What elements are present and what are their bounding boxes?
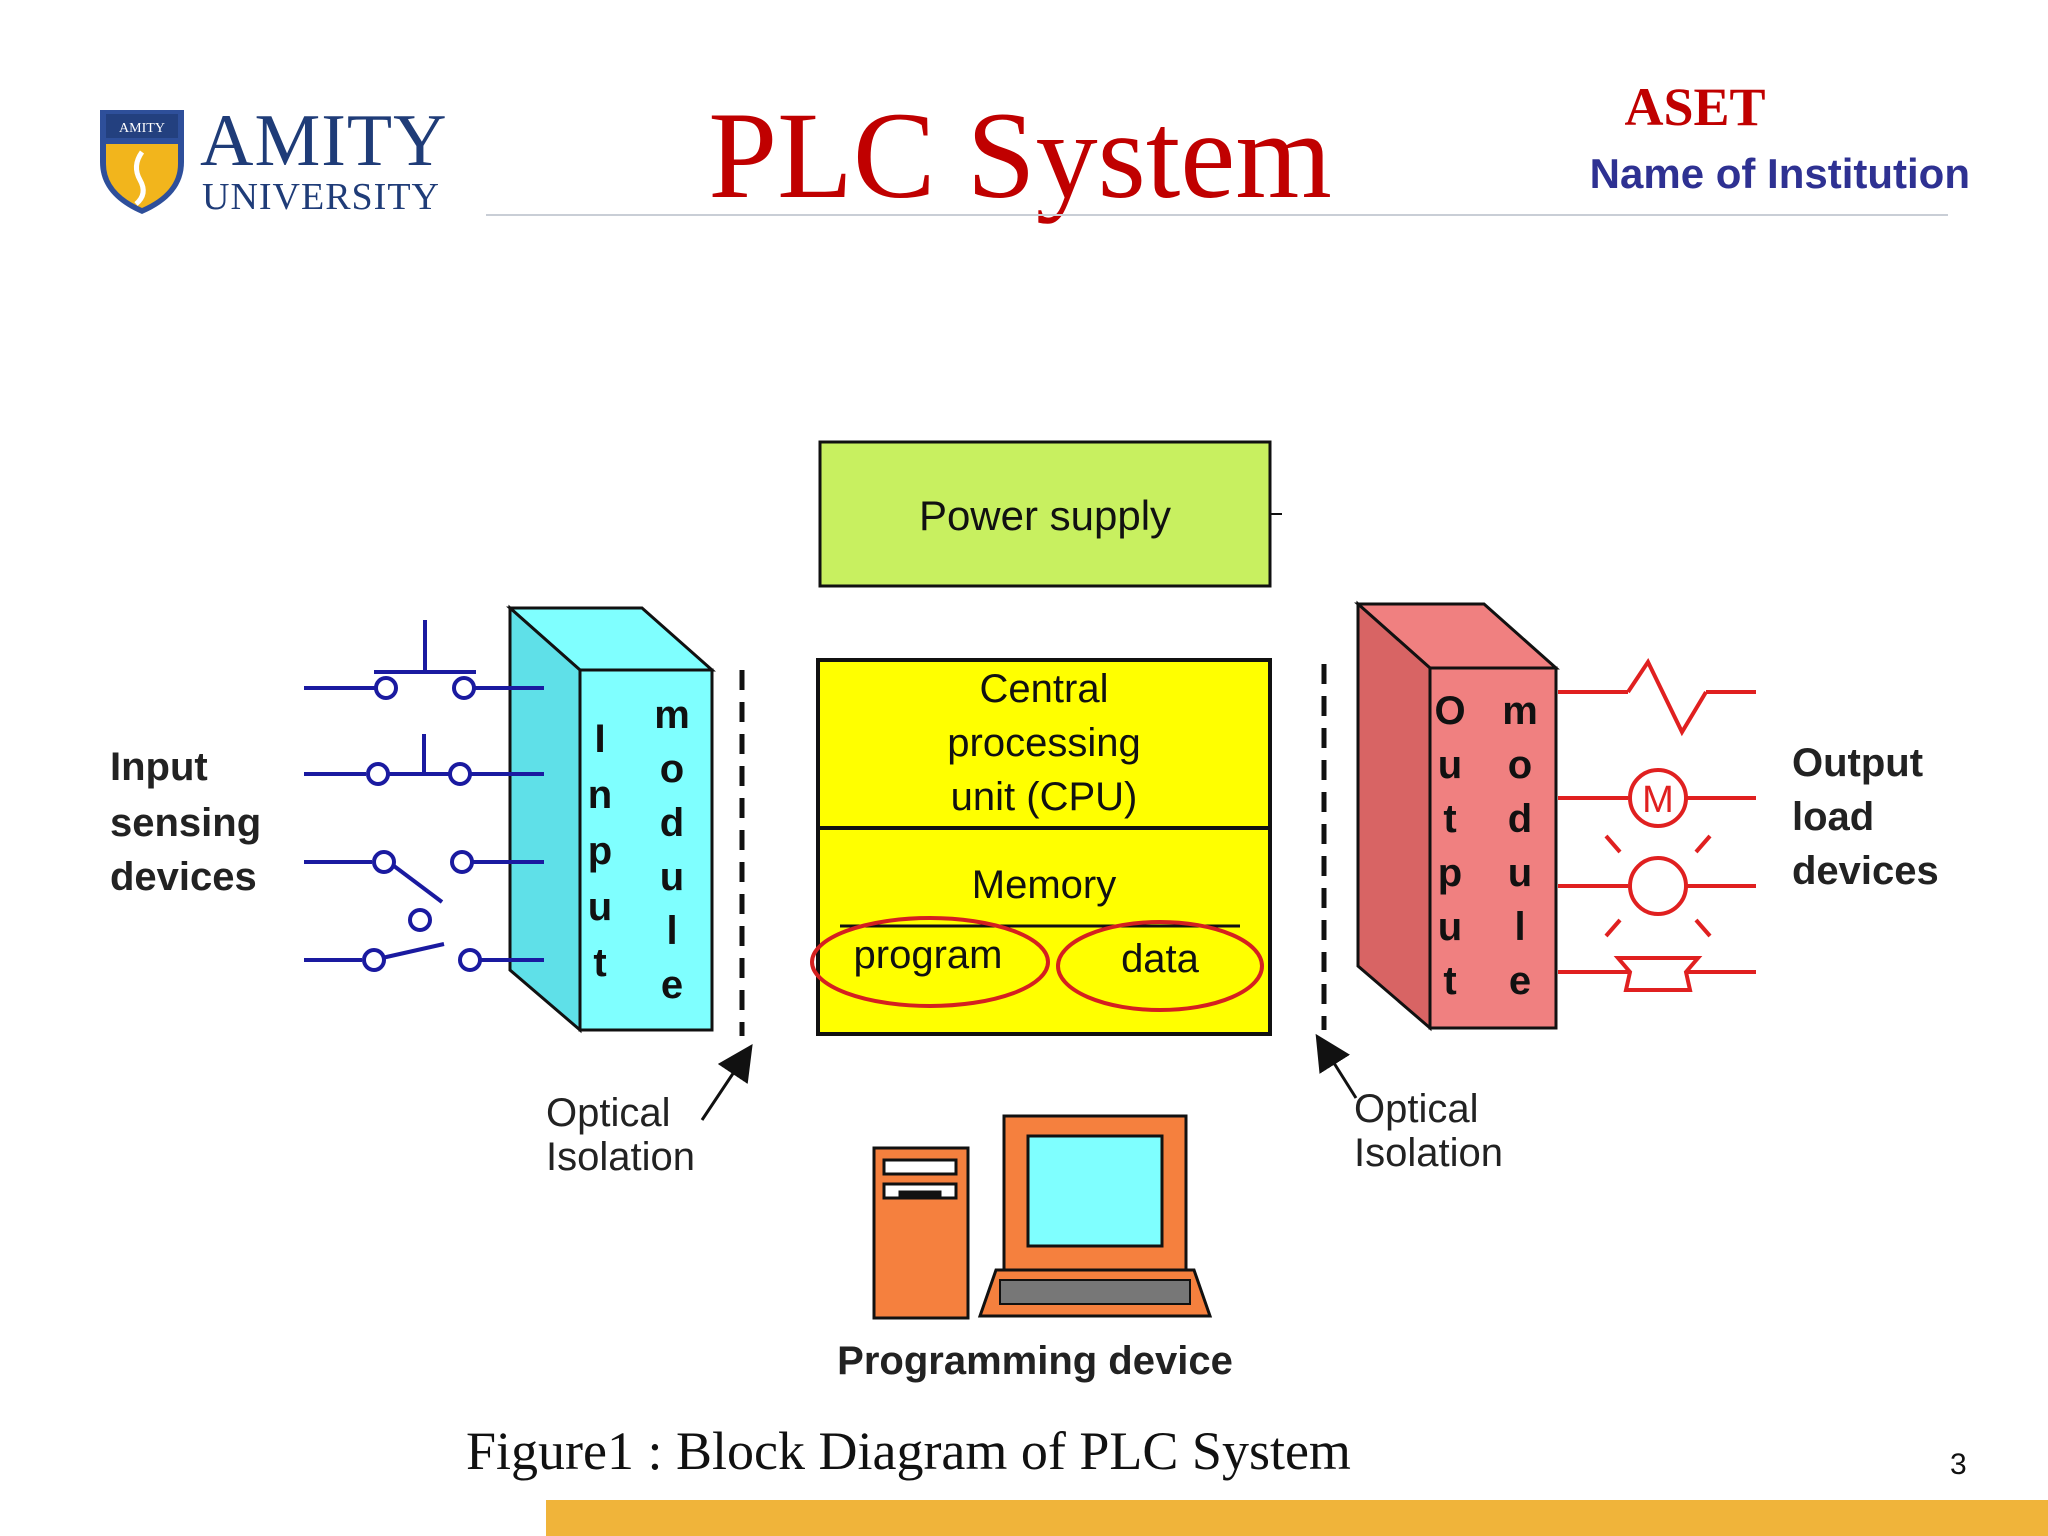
data-oval	[1056, 920, 1264, 1012]
output-module-letter: l	[1514, 905, 1525, 949]
power-supply-block: Power supply	[818, 440, 1282, 588]
input-module-letter: p	[588, 829, 612, 873]
output-module-letter: m	[1502, 689, 1538, 733]
optical-isolation-arrow-left	[700, 1044, 753, 1121]
output-loads	[1558, 657, 1756, 992]
input-module: I n p u t m o d u l e	[506, 604, 716, 1034]
logo-shield-text: AMITY	[119, 121, 165, 136]
input-module-letter: t	[593, 941, 606, 985]
institution-name: Name of Institution	[1589, 150, 1970, 197]
horn-icon	[1613, 956, 1703, 992]
memory-label: Memory	[972, 863, 1116, 907]
output-module-letter: u	[1508, 851, 1532, 895]
input-module-letter: u	[588, 885, 612, 929]
shield-icon: AMITY	[100, 110, 184, 214]
input-switches	[304, 620, 544, 972]
output-module-letter: d	[1508, 797, 1532, 841]
input-module-letter: I	[594, 717, 605, 761]
input-devices-label: Input	[110, 745, 208, 789]
optical-isolation-label-left: Optical	[546, 1091, 671, 1135]
output-module: O u t p u t m o d u l e	[1354, 600, 1560, 1032]
input-devices-label: sensing	[110, 801, 261, 845]
output-module-letter: p	[1438, 851, 1462, 895]
input-module-letter: o	[660, 747, 684, 791]
logo-sub-text: UNIVERSITY	[202, 176, 440, 218]
input-module-letter: e	[661, 963, 683, 1007]
amity-logo: AMITY AMITY UNIVERSITY	[96, 104, 456, 224]
output-module-letter: e	[1509, 959, 1531, 1003]
input-module-letter: n	[588, 773, 612, 817]
optical-isolation-label-right: Isolation	[1354, 1131, 1503, 1175]
cpu-label-line-1: Central	[980, 667, 1109, 711]
output-devices-label: Output	[1792, 741, 1923, 785]
figure-caption: Figure1 : Block Diagram of PLC System	[466, 1421, 1351, 1481]
output-module-letter: o	[1508, 743, 1532, 787]
input-devices-label: devices	[110, 855, 257, 899]
logo-main-text: AMITY	[200, 100, 448, 182]
lamp-icon	[1628, 856, 1688, 916]
footer-bar	[546, 1500, 2048, 1536]
cpu-memory-block: Central processing unit (CPU) Memory pro…	[810, 658, 1272, 1036]
programming-device-label: Programming device	[837, 1339, 1233, 1383]
page-number: 3	[1950, 1448, 1967, 1481]
optical-isolation-arrow-right	[1315, 1033, 1358, 1099]
input-module-letter: m	[654, 693, 690, 737]
computer-icon	[872, 1114, 1213, 1320]
motor-symbol-label: M	[1642, 779, 1674, 821]
output-module-letter: O	[1434, 689, 1465, 733]
output-devices-label: load	[1792, 795, 1874, 839]
input-module-letter: l	[666, 909, 677, 953]
aset-label: ASET	[1624, 77, 1766, 137]
output-module-letter: t	[1443, 959, 1456, 1003]
output-module-letter: u	[1438, 743, 1462, 787]
power-supply-label: Power supply	[919, 492, 1171, 539]
cpu-label-line-3: unit (CPU)	[951, 775, 1138, 819]
program-oval	[810, 916, 1050, 1008]
output-devices-label: devices	[1792, 849, 1939, 893]
optical-isolation-label-left: Isolation	[546, 1135, 695, 1179]
input-module-letter: u	[660, 855, 684, 899]
optical-isolation-label-right: Optical	[1354, 1087, 1479, 1131]
cpu-label-line-2: processing	[947, 721, 1140, 765]
output-module-letter: u	[1438, 905, 1462, 949]
header-divider	[486, 214, 1948, 216]
program-label: program	[854, 933, 1003, 977]
input-module-letter: d	[660, 801, 684, 845]
data-label: data	[1121, 937, 1200, 981]
output-module-letter: t	[1443, 797, 1456, 841]
page-title: PLC System	[708, 87, 1332, 224]
